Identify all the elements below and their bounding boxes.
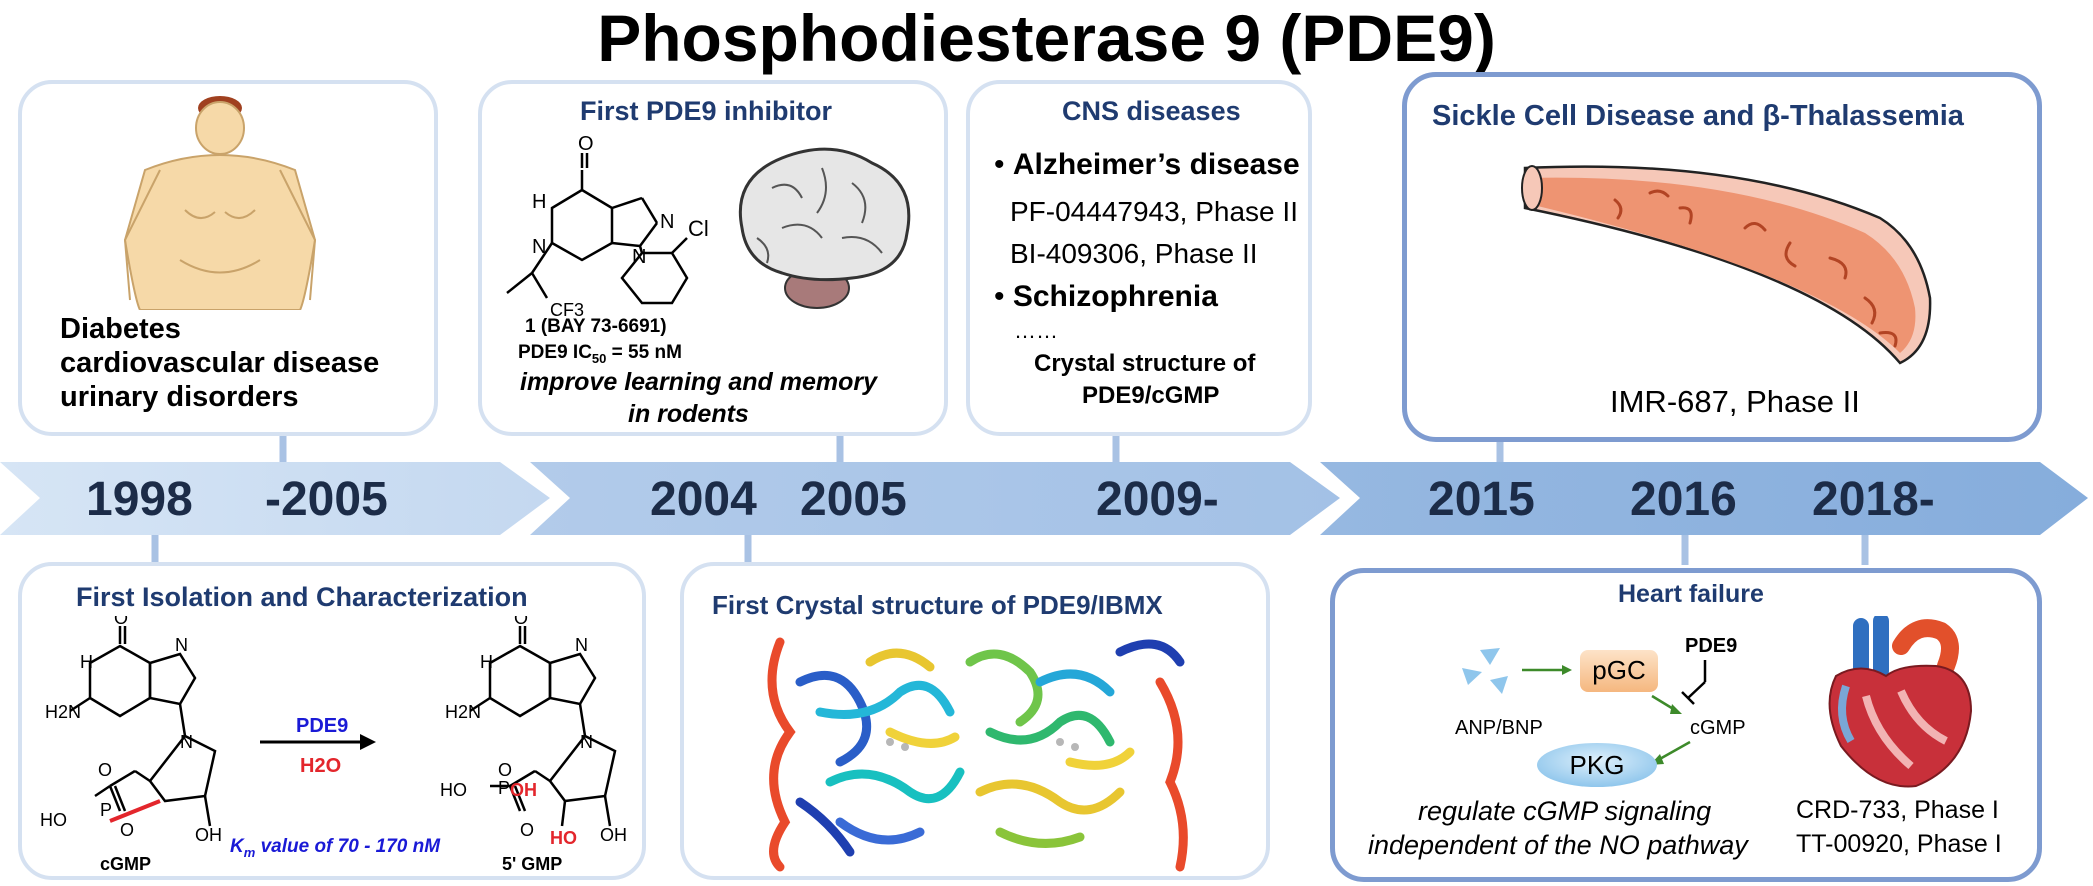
box-first-isolation (18, 562, 646, 880)
heart-icon (1828, 616, 1973, 788)
year-1998: 1998 (86, 473, 193, 526)
year-2015: 2015 (1428, 473, 1535, 526)
heart-drug-1: CRD-733, Phase I (1796, 796, 1999, 824)
atom-n2: N (632, 246, 646, 268)
cgmp-structure (69, 626, 217, 827)
water-label: H2O (300, 755, 341, 777)
svg-text:P: P (498, 778, 510, 798)
svg-text:N: N (575, 635, 588, 655)
cgmp-label: cGMP (1690, 717, 1746, 739)
cns-crystal-line-1: Crystal structure of (1034, 350, 1256, 377)
cns-ellipsis: …… (1014, 318, 1058, 343)
peptide-icon (1462, 648, 1508, 694)
heart-drug-2: TT-00920, Phase I (1796, 830, 2002, 858)
svg-text:H: H (480, 652, 493, 672)
sickle-drug: IMR-687, Phase II (1610, 384, 1860, 419)
heart-desc-1: regulate cGMP signaling (1418, 796, 1712, 826)
cns-bullet-schizophrenia: • Schizophrenia (994, 280, 1218, 313)
bay-compound-structure: O H N N N Cl CF3 (506, 133, 709, 318)
heart-desc-2: independent of the NO pathway (1368, 830, 1748, 860)
cns-drug-2: BI-409306, Phase II (1010, 238, 1258, 269)
cns-heading: CNS diseases (1062, 96, 1241, 126)
svg-text:O: O (98, 760, 112, 780)
svg-text:H2N: H2N (45, 702, 81, 722)
year-2009: 2009- (1096, 473, 1219, 526)
svg-text:OH: OH (600, 825, 627, 845)
inhibitor-heading: First PDE9 inhibitor (580, 96, 833, 126)
atom-n-left: N (532, 236, 546, 258)
cns-drug-1: PF-04447943, Phase II (1010, 196, 1298, 227)
cns-bullet-alzheimer: • Alzheimer’s disease (994, 148, 1300, 181)
compound-label: 1 (BAY 73-6691) (525, 316, 667, 337)
pkg-ellipse (1537, 743, 1657, 787)
atom-o: O (578, 133, 594, 155)
blood-vessel-icon (1521, 165, 1932, 365)
signaling-pathway: pGC PDE9 cGMP ANP/BNP PKG (1455, 635, 1746, 787)
inhibitor-effect-2: in rodents (628, 400, 749, 428)
km-label: Km value of 70 - 170 nM (230, 836, 441, 860)
pgc-label: pGC (1592, 655, 1645, 685)
heart-heading: Heart failure (1618, 580, 1764, 608)
anp-label: ANP/BNP (1455, 717, 1543, 739)
timeline-arrow-3 (1320, 462, 2088, 535)
timeline-arrow-1 (0, 462, 550, 535)
svg-text:O: O (120, 820, 134, 840)
pde9-label: PDE9 (1685, 635, 1737, 657)
enzyme-label: PDE9 (296, 715, 348, 737)
cns-crystal-line-2: PDE9/cGMP (1082, 382, 1220, 409)
svg-text:H: H (80, 652, 93, 672)
crystal-heading: First Crystal structure of PDE9/IBMX (712, 590, 1163, 620)
sickle-heading: Sickle Cell Disease and β-Thalassemia (1432, 100, 1964, 132)
year-2018: 2018- (1812, 473, 1935, 526)
cleaved-bond (109, 799, 161, 823)
ic50-line: PDE9 IC50 = 55 nM (518, 342, 682, 366)
timeline-arrow-2 (530, 462, 1340, 535)
pgc-box (1580, 650, 1658, 692)
atom-nh: H (532, 191, 546, 213)
cgmp-reaction-scheme: O H H2N N N O HO P O OH cGMP PDE9 H2O Km… (40, 616, 627, 874)
page-title: Phosphodiesterase 9 (PDE9) (597, 1, 1496, 75)
pkg-label: PKG (1570, 750, 1625, 780)
svg-text:O: O (114, 616, 128, 628)
svg-text:O: O (520, 820, 534, 840)
svg-text:P: P (100, 800, 112, 820)
svg-text:HO: HO (40, 810, 67, 830)
svg-text:HO: HO (440, 780, 467, 800)
product-label: 5' GMP (502, 854, 562, 874)
svg-text:O: O (514, 616, 528, 628)
svg-text:OH: OH (195, 825, 222, 845)
isolation-heading: First Isolation and Characterization (76, 582, 528, 612)
person-icon (123, 96, 317, 310)
disease-line-2: cardiovascular disease (60, 347, 380, 379)
svg-text:O: O (498, 760, 512, 780)
year-2005b: 2005 (800, 473, 907, 526)
atom-cf3: CF3 (550, 300, 584, 318)
disease-line-1: Diabetes (60, 313, 181, 345)
atom-cl: Cl (688, 216, 709, 241)
inhibitor-effect-1: improve learning and memory (520, 368, 878, 396)
year-2005a: -2005 (265, 473, 388, 526)
svg-text:H2N: H2N (445, 702, 481, 722)
svg-text:HO: HO (550, 828, 577, 848)
box-cns-diseases (966, 80, 1312, 436)
year-2016: 2016 (1630, 473, 1737, 526)
svg-text:N: N (175, 635, 188, 655)
gmp-structure (469, 626, 617, 827)
brain-icon (738, 147, 911, 309)
svg-text:N: N (180, 732, 193, 752)
protein-structure-icon (767, 637, 1188, 872)
svg-text:N: N (580, 732, 593, 752)
year-2004: 2004 (650, 473, 757, 526)
reactant-label: cGMP (100, 854, 151, 874)
svg-text:OH: OH (510, 780, 537, 800)
disease-line-3: urinary disorders (60, 381, 299, 413)
atom-n1: N (660, 211, 674, 233)
